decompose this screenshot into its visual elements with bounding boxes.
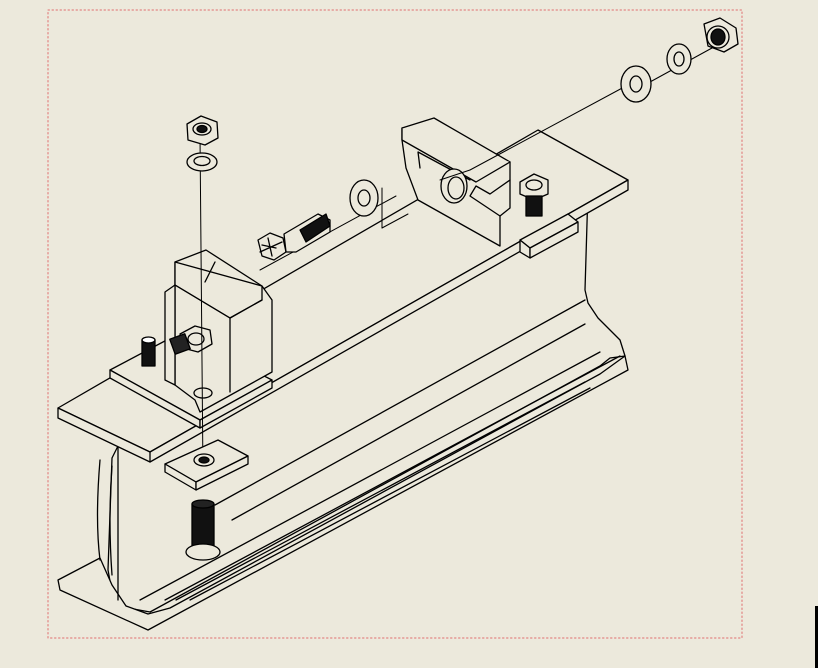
hex-nut: [703, 17, 739, 53]
assembly-axis-lines: [199, 47, 713, 476]
hex-nut: [169, 325, 213, 355]
flat-washer: [620, 65, 652, 103]
lock-washer: [666, 43, 692, 75]
flat-washer: [349, 179, 379, 217]
countersunk-bolt: [185, 499, 221, 561]
window-edge: [815, 606, 818, 668]
lock-washer: [186, 152, 218, 172]
tie-bar: [519, 213, 579, 259]
sheet-border: [47, 9, 743, 639]
stud-bolt: [141, 336, 156, 367]
stud-bolt: [519, 173, 549, 217]
hex-nut: [186, 115, 219, 146]
square-plate: [164, 439, 249, 491]
